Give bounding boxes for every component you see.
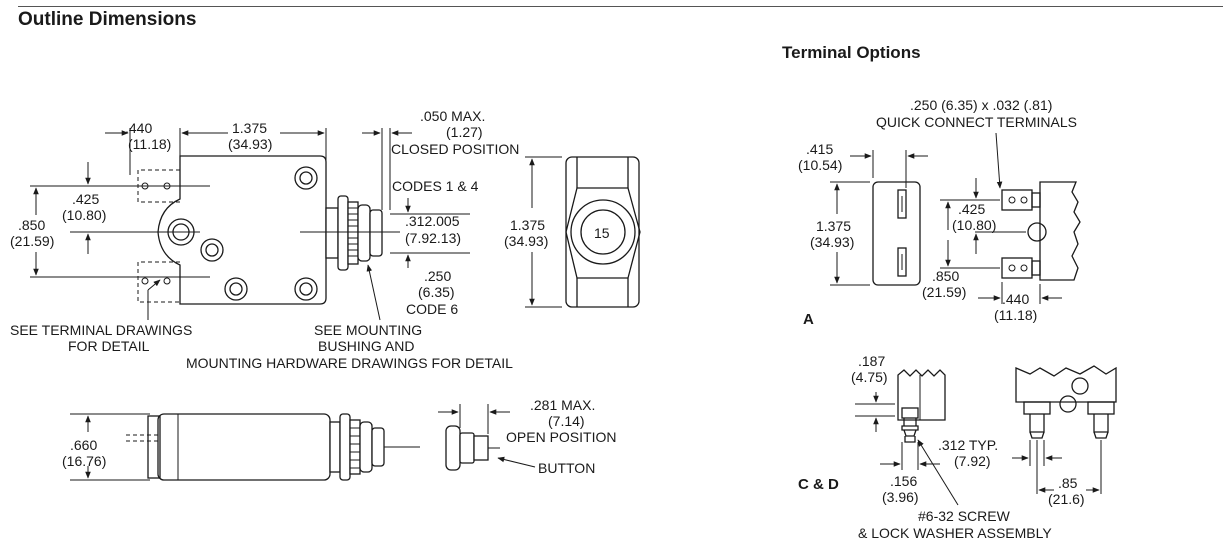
- end-dim-1375-label: 1.375: [510, 217, 545, 233]
- cd-dim-85-mm: (21.6): [1048, 491, 1085, 507]
- terminal-a-side-body: [1039, 181, 1081, 281]
- qc-spec-line1: .250 (6.35) x .032 (.81): [910, 97, 1052, 113]
- closed-position-label: CLOSED POSITION: [391, 141, 519, 157]
- note-mount-line2: BUSHING AND: [318, 338, 414, 354]
- a-dim-850-mm: (21.59): [922, 284, 966, 300]
- screw-head-center: [200, 238, 224, 262]
- note-terminal-line2: FOR DETAIL: [68, 338, 150, 354]
- dim-1375-mm: (34.93): [228, 136, 272, 152]
- dim-425-label: .425: [72, 191, 99, 207]
- dim-425-mm: (10.80): [62, 207, 106, 223]
- dim-281-mm: (7.14): [548, 413, 585, 429]
- dim-050-mm: (1.27): [446, 124, 483, 140]
- dim-281-label: .281 MAX.: [530, 397, 595, 413]
- side-rear-cap: [147, 415, 161, 479]
- a-dim-850-label: .850: [932, 268, 959, 284]
- cd-dim-312-label: .312 TYP.: [938, 437, 998, 453]
- note-terminal-line1: SEE TERMINAL DRAWINGS: [10, 322, 192, 338]
- terminal-a: .415 (10.54) 1.375 (34.93) .250 (6.35) x…: [798, 97, 1081, 328]
- codes-1-4-label: CODES 1 & 4: [392, 178, 479, 194]
- dim-850-mm: (21.59): [10, 233, 54, 249]
- cd-dim-156-mm: (3.96): [882, 489, 919, 505]
- terminal-a-label: A: [803, 311, 814, 328]
- a-dim-425-label: .425: [958, 201, 985, 217]
- cd-dim-187-label: .187: [858, 353, 885, 369]
- terminal-bottom-dashed: [137, 261, 180, 303]
- terminal-a-mount-hole: [1027, 222, 1047, 242]
- button-circle: [580, 209, 626, 255]
- button-detail-cap: [445, 425, 461, 471]
- a-dim-415-mm: (10.54): [798, 157, 842, 173]
- dim-250-label: .250: [424, 268, 451, 284]
- dim-312-mm: (7.92.13): [405, 230, 461, 246]
- bushing-circle-outer: [570, 199, 636, 265]
- cd-dim-156-label: .156: [890, 473, 917, 489]
- a-dim-440-label: .440: [1002, 291, 1029, 307]
- screw-spec-line1: #6-32 SCREW: [918, 508, 1011, 524]
- cd-dim-187-mm: (4.75): [851, 369, 888, 385]
- dim-850-label: .850: [18, 217, 45, 233]
- button-label: BUTTON: [538, 460, 595, 476]
- breaker-body-outline: [157, 155, 327, 305]
- a-dim-440-mm: (11.18): [994, 307, 1037, 323]
- end-view: 15 1.375 (34.93): [504, 156, 641, 308]
- side-view: .660 (16.76) .281 MAX. (7.14) OPEN POSIT…: [62, 397, 616, 481]
- open-position-label: OPEN POSITION: [506, 429, 616, 445]
- end-dim-1375-mm: (34.93): [504, 233, 548, 249]
- note-mount-line3: MOUNTING HARDWARE DRAWINGS FOR DETAIL: [186, 355, 513, 371]
- dim-050-label: .050 MAX.: [420, 108, 485, 124]
- a-dim-1375-label: 1.375: [816, 218, 851, 234]
- screw-spec-line2: & LOCK WASHER ASSEMBLY: [858, 525, 1052, 541]
- dim-440-label: .440: [125, 120, 152, 136]
- screw-head-bottom-right: [294, 277, 318, 301]
- dim-440-mm: (11.18): [128, 136, 171, 152]
- top-view: .440 (11.18) 1.375 (34.93) .050 MAX. (1.…: [10, 108, 519, 371]
- mounting-bushing: [325, 195, 383, 271]
- dim-312-label: .312.005: [405, 213, 460, 229]
- note-mount-line1: SEE MOUNTING: [314, 322, 422, 338]
- outline-dimensions-title: Outline Dimensions: [18, 9, 197, 30]
- terminal-cd-end-body: [897, 369, 946, 421]
- a-dim-425-mm: (10.80): [952, 217, 996, 233]
- terminal-cd: .187 (4.75) .156 (3.96) .312 TYP. (7.92)…: [798, 353, 1117, 541]
- dim-1375-label: 1.375: [232, 120, 267, 136]
- dim-660-mm: (16.76): [62, 453, 106, 469]
- cd-dim-85-label: .85: [1058, 475, 1078, 491]
- terminal-a-end-body: [872, 181, 921, 286]
- dim-250-mm: (6.35): [418, 284, 455, 300]
- dim-660-label: .660: [70, 437, 97, 453]
- terminal-cd-label: C & D: [798, 476, 839, 493]
- screw-head-top-right: [294, 166, 318, 190]
- screw-head-bottom: [224, 277, 248, 301]
- terminal-options-title: Terminal Options: [782, 43, 921, 62]
- a-dim-1375-mm: (34.93): [810, 234, 854, 250]
- hex-nut-outline: [565, 187, 641, 279]
- rating-label: 15: [594, 225, 610, 241]
- code-6-label: CODE 6: [406, 301, 458, 317]
- a-dim-415-label: .415: [806, 141, 833, 157]
- cd-dim-312-mm: (7.92): [954, 453, 991, 469]
- side-bushing-1: [329, 421, 341, 473]
- qc-spec-line2: QUICK CONNECT TERMINALS: [876, 114, 1077, 130]
- side-body: [157, 413, 331, 481]
- header-rule: [18, 6, 1223, 7]
